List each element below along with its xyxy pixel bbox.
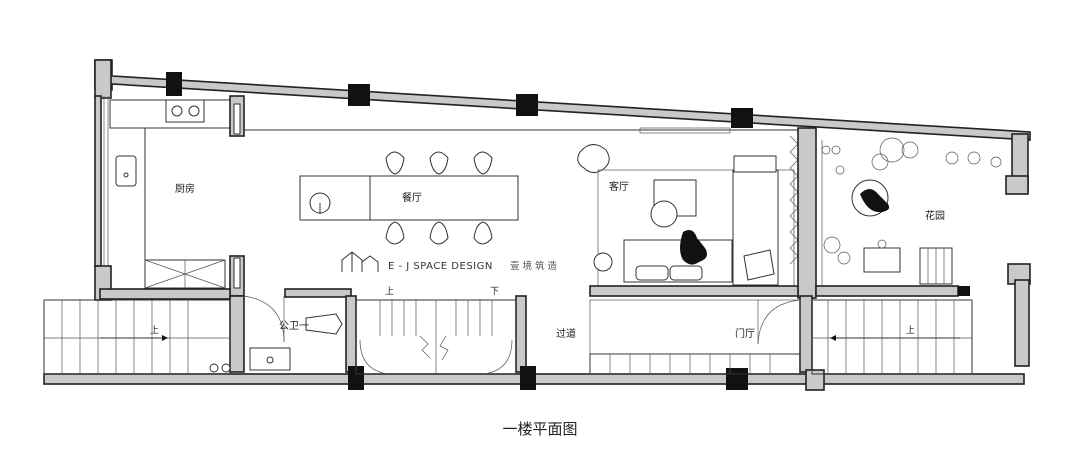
brand-name: E - J SPACE DESIGN	[388, 261, 493, 272]
bottom-exterior-wall	[43, 366, 1025, 391]
central-stair: 上 下	[355, 286, 517, 375]
room-label-living: 客厅	[609, 180, 629, 193]
brand-logo: E - J SPACE DESIGN 壹境筑造	[341, 251, 560, 272]
center-stair-down-label: 下	[490, 287, 499, 297]
garden-walls	[797, 127, 1029, 299]
room-label-garden: 花园	[925, 209, 945, 222]
center-stair-up-label: 上	[385, 286, 394, 297]
right-stair: 上	[811, 299, 973, 375]
kitchen-west-wall	[94, 95, 112, 301]
top-exterior-wall	[94, 59, 1031, 141]
bathroom-fixtures	[209, 295, 343, 373]
plan-caption: 一楼平面图	[502, 420, 578, 438]
room-label-bathroom: 公卫一	[279, 321, 309, 332]
top-wall-columns	[166, 72, 753, 128]
interior-outline	[244, 127, 800, 134]
foyer-floor	[589, 299, 801, 375]
floor-plan-drawing: E - J SPACE DESIGN 壹境筑造	[43, 59, 1031, 391]
kitchen-partition	[229, 95, 245, 297]
room-label-corridor: 过道	[556, 327, 576, 340]
room-label-kitchen: 厨房	[175, 182, 195, 195]
middle-wall	[99, 263, 1031, 373]
dining-set	[299, 151, 519, 245]
garden-furniture	[821, 137, 1002, 286]
left-stair: 上	[43, 299, 231, 375]
left-stair-up-label: 上	[150, 325, 159, 336]
room-label-dining: 餐厅	[402, 191, 422, 204]
living-furniture	[577, 135, 799, 289]
kitchen-counter	[109, 99, 231, 289]
right-stair-up-label: 上	[906, 325, 915, 336]
brand-chinese: 壹境筑造	[510, 260, 560, 272]
room-label-foyer: 门厅	[735, 327, 755, 340]
